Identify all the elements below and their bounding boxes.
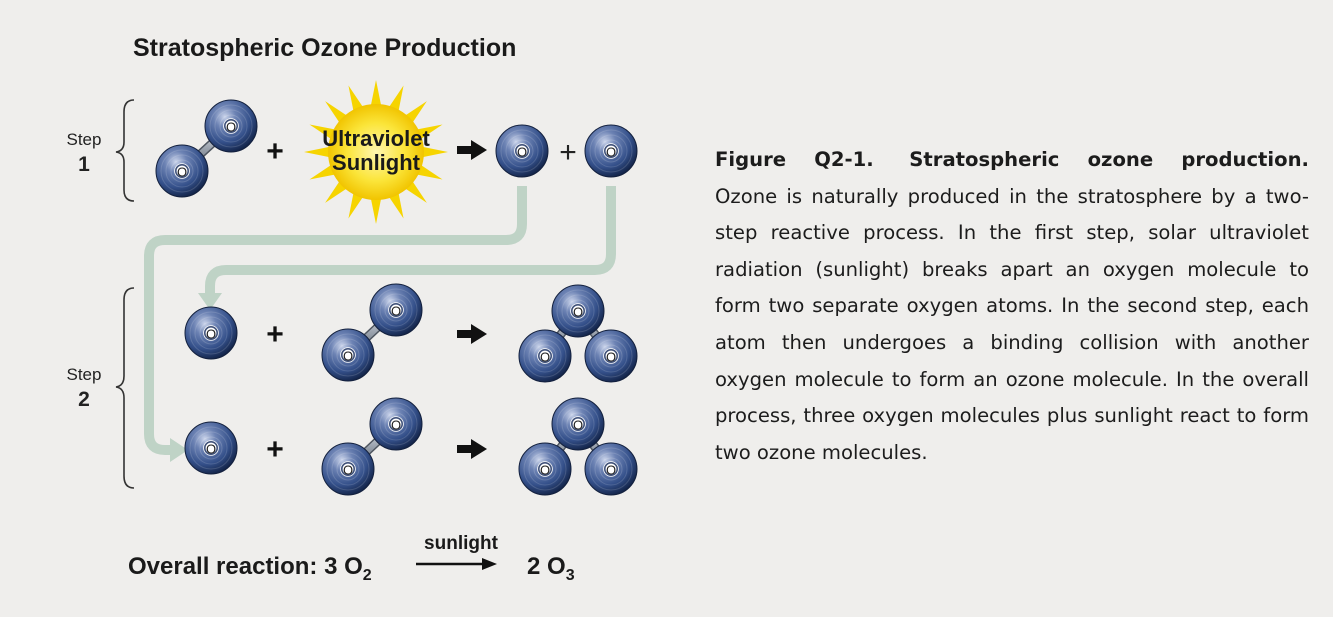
step2-label: Step	[67, 365, 102, 384]
reaction-arrow-icon	[457, 140, 487, 160]
overall-reaction-text: Overall reaction: 3 O2	[128, 553, 372, 584]
row2-plus: +	[266, 318, 284, 351]
svg-text:O: O	[343, 349, 353, 364]
row2-o3-molecule: O O O	[518, 284, 638, 383]
overall-product-text: 2 O3	[527, 553, 575, 584]
svg-text:O: O	[573, 305, 583, 320]
overall-reaction: Overall reaction: 3 O2 sunlight 2 O3	[128, 533, 575, 584]
flow-arrows	[144, 186, 616, 462]
step1-o2-molecule: O O	[155, 99, 258, 198]
sun-label-line2: Sunlight	[332, 150, 421, 175]
oxygen-atom-icon: O	[204, 99, 258, 153]
figure-caption: Figure Q2-1. Stratospheric ozone product…	[715, 142, 1309, 471]
oxygen-atom-icon: O	[584, 124, 638, 178]
oxygen-atom-icon: O	[321, 442, 375, 496]
svg-text:O: O	[573, 418, 583, 433]
svg-text:O: O	[540, 463, 550, 478]
sun-ray	[304, 146, 333, 158]
flow-arrow-to-row2	[205, 186, 616, 296]
row3-o2-molecule: O O	[321, 397, 423, 496]
overall-arrow-icon	[416, 558, 497, 570]
oxygen-atom-icon: O	[369, 397, 423, 451]
diagram-title: Stratospheric Ozone Production	[133, 34, 516, 62]
svg-text:O: O	[606, 463, 616, 478]
sun-label-line1: Ultraviolet	[322, 126, 430, 151]
sun-ray	[370, 195, 382, 224]
step1-label: Step	[67, 130, 102, 149]
oxygen-atom-icon: O	[369, 283, 423, 337]
svg-text:O: O	[606, 145, 616, 160]
step1-bracket-icon	[115, 99, 135, 202]
svg-text:O: O	[606, 350, 616, 365]
sun-ray	[370, 80, 382, 109]
row2-o2-molecule: O O	[321, 283, 423, 382]
step2-number: 2	[78, 388, 90, 411]
oxygen-atom-icon: O	[518, 442, 572, 496]
row3-o3-molecule: O O O	[518, 397, 638, 496]
caption-heading: Stratospheric ozone production.	[909, 148, 1309, 171]
reaction-arrow-icon	[457, 324, 487, 344]
oxygen-atom-icon: O	[184, 306, 238, 360]
oxygen-atom-icon: O	[155, 144, 209, 198]
oxygen-atom-icon: O	[184, 421, 238, 475]
step1-plus-products: +	[559, 136, 577, 169]
svg-text:O: O	[517, 145, 527, 160]
oxygen-atom-icon: O	[551, 397, 605, 451]
svg-text:O: O	[391, 418, 401, 433]
oxygen-atom-icon: O	[495, 124, 549, 178]
sun-icon: Ultraviolet Sunlight	[304, 80, 448, 224]
oxygen-atom-icon: O	[321, 328, 375, 382]
step1-plus: +	[266, 135, 284, 168]
oxygen-atom-icon: O	[518, 329, 572, 383]
svg-text:O: O	[226, 120, 236, 135]
step1-number: 1	[78, 153, 90, 176]
reaction-arrow-icon	[457, 439, 487, 459]
row3-plus: +	[266, 433, 284, 466]
flow-arrow-to-row3	[144, 186, 527, 455]
oxygen-atom-icon: O	[584, 329, 638, 383]
svg-text:O: O	[343, 463, 353, 478]
svg-text:O: O	[540, 350, 550, 365]
svg-text:O: O	[206, 442, 216, 457]
svg-text:O: O	[206, 327, 216, 342]
step2-bracket-icon	[115, 287, 135, 489]
oxygen-atom-icon: O	[551, 284, 605, 338]
svg-text:O: O	[177, 165, 187, 180]
oxygen-atom-icon: O	[584, 442, 638, 496]
sun-ray	[419, 146, 448, 158]
caption-body: Ozone is naturally produced in the strat…	[715, 184, 1309, 464]
overall-arrow-label: sunlight	[424, 533, 499, 554]
svg-text:O: O	[391, 304, 401, 319]
caption-figure-number: Figure Q2-1.	[715, 148, 874, 171]
